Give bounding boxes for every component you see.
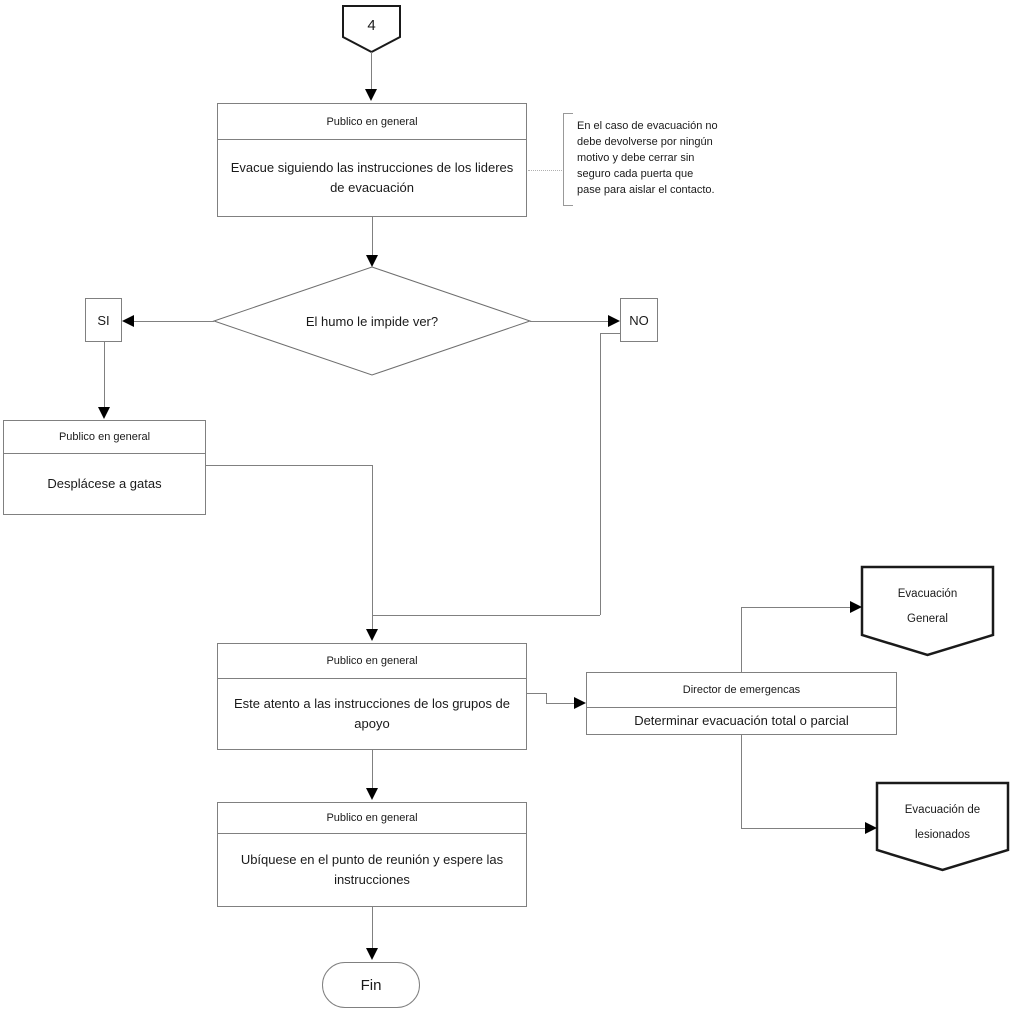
offpage-label-line2: General xyxy=(907,612,948,625)
action-text: Determinar evacuación total o parcial xyxy=(634,712,849,728)
actor-header: Publico en general xyxy=(218,803,526,834)
arrowhead-into-evacue xyxy=(365,89,377,101)
edge-to-evac-lesionados xyxy=(741,828,865,829)
process-box-director: Director de emergencas Determinar evacua… xyxy=(586,672,897,735)
edge-este-atento-right1 xyxy=(527,693,547,694)
edge-si-to-desplacese xyxy=(104,342,105,407)
action-text: Ubíquese en el punto de reunión y espere… xyxy=(240,851,504,887)
actor-header: Publico en general xyxy=(218,104,526,140)
edge-no-down xyxy=(600,333,601,615)
arrowhead-into-ubiquese xyxy=(366,788,378,800)
edge-director-down xyxy=(741,735,742,828)
edge-este-atento-right2 xyxy=(546,703,575,704)
edge-decision-to-si xyxy=(134,321,214,322)
edge-este-atento-jog xyxy=(546,693,547,703)
branch-label-si: SI xyxy=(85,298,122,342)
note-text: En el caso de evacuación no debe devolve… xyxy=(577,120,718,196)
edge-director-up xyxy=(741,607,742,672)
action-text: Desplácese a gatas xyxy=(47,475,162,491)
actor-header: Director de emergencas xyxy=(587,673,896,708)
process-box-desplacese: Publico en general Desplácese a gatas xyxy=(3,420,206,515)
branch-label-no: NO xyxy=(620,298,658,342)
edge-este-atento-to-ubiquese xyxy=(372,750,373,788)
note-dotted-link xyxy=(528,170,562,171)
arrowhead-into-si xyxy=(122,315,134,327)
action-text: Este atento a las instrucciones de los g… xyxy=(233,695,511,731)
offpage-connector-4-label: 4 xyxy=(367,16,376,34)
edge-evacue-to-decision xyxy=(372,217,373,255)
edge-desplacese-down xyxy=(372,465,373,629)
arrowhead-into-desplacese xyxy=(98,407,110,419)
process-box-ubiquese: Publico en general Ubíquese en el punto … xyxy=(217,802,527,907)
edge-connector4-to-evacue xyxy=(371,52,372,89)
offpage-evacuacion-general-label: Evacuación General xyxy=(862,572,993,640)
arrowhead-into-no xyxy=(608,315,620,327)
edge-ubiquese-to-fin xyxy=(372,907,373,948)
arrowhead-into-director xyxy=(574,697,586,709)
process-box-este-atento: Publico en general Este atento a las ins… xyxy=(217,643,527,750)
terminal-fin: Fin xyxy=(322,962,420,1008)
note-bracket xyxy=(563,113,573,206)
edge-to-evac-general xyxy=(741,607,850,608)
arrowhead-into-fin xyxy=(366,948,378,960)
actor-header: Publico en general xyxy=(218,644,526,679)
edge-desplacese-right xyxy=(206,465,372,466)
actor-header: Publico en general xyxy=(4,421,205,454)
edge-decision-to-no xyxy=(530,321,608,322)
process-box-evacue: Publico en general Evacue siguiendo las … xyxy=(217,103,527,217)
offpage-label-line1: Evacuación de xyxy=(904,803,981,816)
decision-question: El humo le impide ver? xyxy=(305,313,439,329)
arrowhead-into-evac-general xyxy=(850,601,862,613)
offpage-evacuacion-lesionados-label: Evacuación de lesionados xyxy=(877,788,1008,856)
edge-no-left xyxy=(372,615,600,616)
offpage-label-line1: Evacuación xyxy=(897,587,958,600)
arrowhead-into-decision xyxy=(366,255,378,267)
arrowhead-into-evac-lesionados xyxy=(865,822,877,834)
edge-no-exit xyxy=(600,333,620,334)
action-text: Evacue siguiendo las instrucciones de lo… xyxy=(230,159,514,195)
arrowhead-into-este-atento xyxy=(366,629,378,641)
offpage-label-line2: lesionados xyxy=(915,828,970,841)
